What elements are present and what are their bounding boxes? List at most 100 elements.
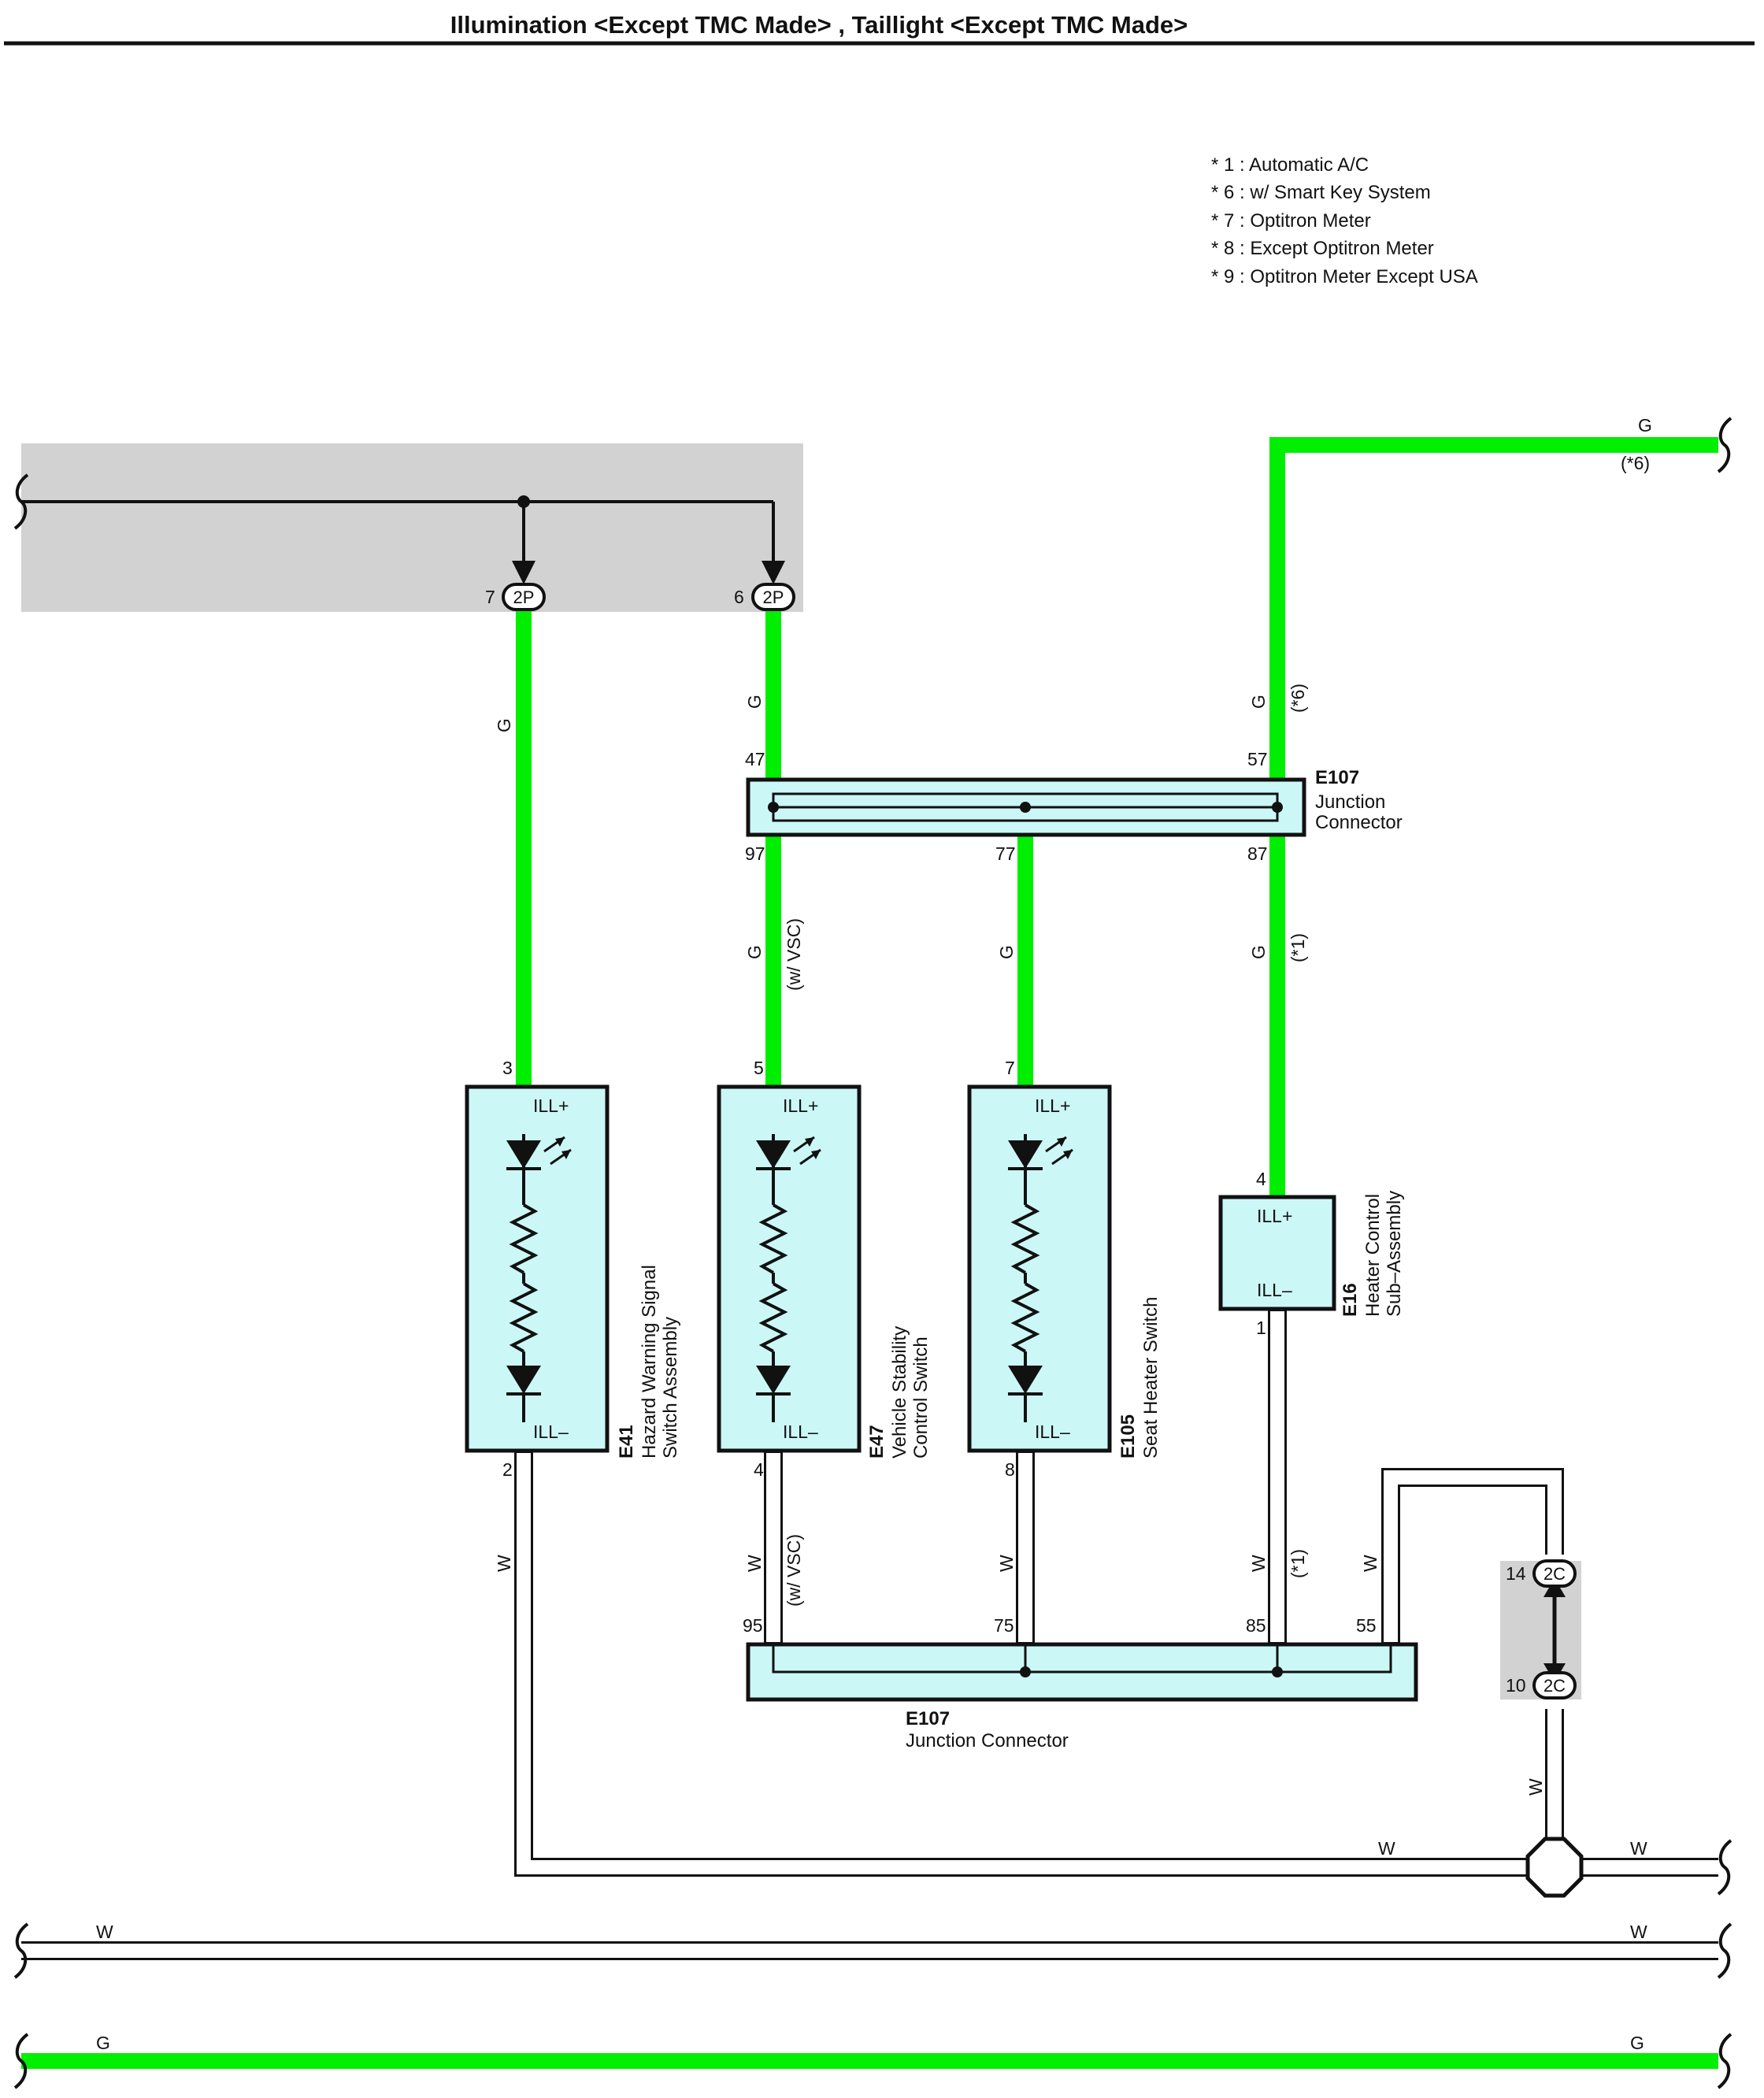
svg-text:W: W — [1360, 1555, 1380, 1572]
svg-text:5: 5 — [754, 1058, 764, 1078]
white-wires — [21, 1309, 1718, 1960]
svg-text:ILL+: ILL+ — [533, 1095, 569, 1116]
svg-text:W: W — [744, 1555, 765, 1572]
svg-text:ILL+: ILL+ — [1257, 1206, 1292, 1226]
green-wires — [21, 437, 1718, 2069]
e41-hazard-warning-switch — [465, 1084, 610, 1453]
svg-text:(w/ VSC): (w/ VSC) — [784, 918, 804, 991]
splice-dot-icon — [517, 495, 530, 508]
svg-text:(*6): (*6) — [1621, 453, 1650, 473]
wire-break-icon — [1717, 1922, 1732, 1979]
svg-text:10: 10 — [1506, 1675, 1526, 1696]
wire-break-icon — [1717, 2033, 1732, 2089]
svg-text:ILL+: ILL+ — [783, 1095, 818, 1116]
svg-text:ILL–: ILL– — [533, 1422, 569, 1442]
svg-text:97: 97 — [745, 843, 765, 864]
e107-ref: E107 — [1315, 767, 1359, 788]
svg-text:G: G — [1638, 415, 1652, 436]
svg-text:2P: 2P — [513, 588, 535, 607]
svg-text:4: 4 — [754, 1459, 764, 1480]
shaded-region-top — [21, 443, 803, 612]
svg-text:2P: 2P — [763, 588, 784, 607]
svg-text:(*6): (*6) — [1288, 684, 1308, 713]
notes-legend: * 1 : Automatic A/C * 6 : w/ Smart Key S… — [1211, 154, 1478, 287]
svg-text:95: 95 — [743, 1615, 763, 1636]
svg-text:E41: E41 — [616, 1425, 637, 1459]
svg-text:1: 1 — [1256, 1318, 1266, 1338]
svg-text:Junction: Junction — [1315, 791, 1385, 813]
svg-text:Switch Assembly: Switch Assembly — [660, 1317, 681, 1459]
svg-text:47: 47 — [745, 749, 765, 769]
svg-text:G: G — [1248, 945, 1269, 959]
page-title: Illumination <Except TMC Made> , Taillig… — [450, 11, 1188, 39]
svg-text:6: 6 — [734, 587, 744, 607]
svg-text:W: W — [1378, 1838, 1395, 1859]
svg-text:(w/ VSC): (w/ VSC) — [784, 1534, 804, 1607]
svg-text:Connector: Connector — [1315, 812, 1403, 833]
svg-text:Control Switch: Control Switch — [910, 1336, 932, 1459]
svg-text:E107: E107 — [906, 1708, 950, 1729]
svg-text:W: W — [1248, 1555, 1269, 1572]
svg-text:7: 7 — [485, 587, 495, 607]
svg-text:2C: 2C — [1544, 1564, 1566, 1584]
svg-text:ILL–: ILL– — [783, 1422, 818, 1442]
svg-text:W: W — [1525, 1778, 1546, 1796]
connector-2c-10 — [1532, 1671, 1577, 1700]
svg-text:ILL–: ILL– — [1257, 1280, 1292, 1300]
svg-text:Vehicle Stability: Vehicle Stability — [889, 1326, 910, 1459]
svg-text:G: G — [744, 695, 765, 709]
svg-text:75: 75 — [994, 1615, 1014, 1636]
svg-text:E105: E105 — [1117, 1414, 1139, 1459]
svg-text:77: 77 — [995, 843, 1016, 864]
e105-seat-heater-switch — [967, 1084, 1112, 1453]
connector-2p-6 — [751, 583, 795, 611]
note-7: * 7 : Optitron Meter — [1211, 210, 1371, 232]
svg-text:57: 57 — [1247, 749, 1268, 769]
svg-text:Sub–Assembly: Sub–Assembly — [1384, 1191, 1405, 1317]
svg-text:E47: E47 — [866, 1425, 888, 1459]
svg-text:ILL+: ILL+ — [1035, 1095, 1070, 1116]
svg-text:G: G — [494, 718, 514, 732]
svg-text:W: W — [1630, 1838, 1647, 1859]
svg-text:W: W — [1630, 1922, 1647, 1942]
svg-text:Seat Heater Switch: Seat Heater Switch — [1140, 1297, 1162, 1459]
note-8: * 8 : Except Optitron Meter — [1211, 238, 1434, 259]
e107-junction-connector-top — [746, 777, 1306, 837]
svg-text:3: 3 — [502, 1058, 513, 1078]
connector-arrow-icon — [512, 561, 536, 584]
e107-junction-connector-bottom — [746, 1642, 1418, 1702]
svg-text:W: W — [996, 1555, 1017, 1572]
note-6: * 6 : w/ Smart Key System — [1211, 182, 1431, 203]
svg-text:(*1): (*1) — [1288, 1549, 1308, 1578]
note-1: * 1 : Automatic A/C — [1211, 154, 1369, 176]
connector-2p-7 — [502, 583, 546, 611]
connector-2c-14 — [1532, 1559, 1577, 1588]
svg-text:14: 14 — [1506, 1563, 1526, 1584]
svg-text:W: W — [494, 1555, 514, 1572]
svg-text:85: 85 — [1246, 1615, 1266, 1636]
svg-text:2: 2 — [502, 1459, 513, 1480]
svg-text:8: 8 — [1005, 1459, 1015, 1480]
svg-text:E16: E16 — [1340, 1283, 1361, 1317]
svg-text:W: W — [96, 1922, 113, 1942]
svg-text:G: G — [744, 945, 765, 959]
svg-text:87: 87 — [1247, 843, 1268, 864]
svg-text:7: 7 — [1005, 1058, 1015, 1078]
wire-break-icon — [1717, 417, 1732, 473]
svg-text:G: G — [1630, 2033, 1644, 2053]
svg-text:G: G — [996, 945, 1017, 959]
svg-text:Junction Connector: Junction Connector — [906, 1730, 1069, 1751]
svg-text:2C: 2C — [1544, 1676, 1566, 1696]
svg-text:G: G — [1248, 695, 1269, 709]
svg-text:ILL–: ILL– — [1035, 1422, 1070, 1442]
svg-text:4: 4 — [1256, 1169, 1266, 1189]
svg-text:Heater Control: Heater Control — [1362, 1194, 1384, 1317]
e47-vehicle-stability-control-switch — [717, 1084, 862, 1453]
svg-text:(*1): (*1) — [1288, 933, 1308, 962]
svg-text:Hazard Warning Signal: Hazard Warning Signal — [639, 1265, 660, 1459]
connector-arrow-icon — [762, 561, 785, 584]
svg-text:G: G — [96, 2033, 110, 2053]
ground-point-icon — [1525, 1837, 1584, 1898]
svg-text:55: 55 — [1356, 1615, 1377, 1636]
